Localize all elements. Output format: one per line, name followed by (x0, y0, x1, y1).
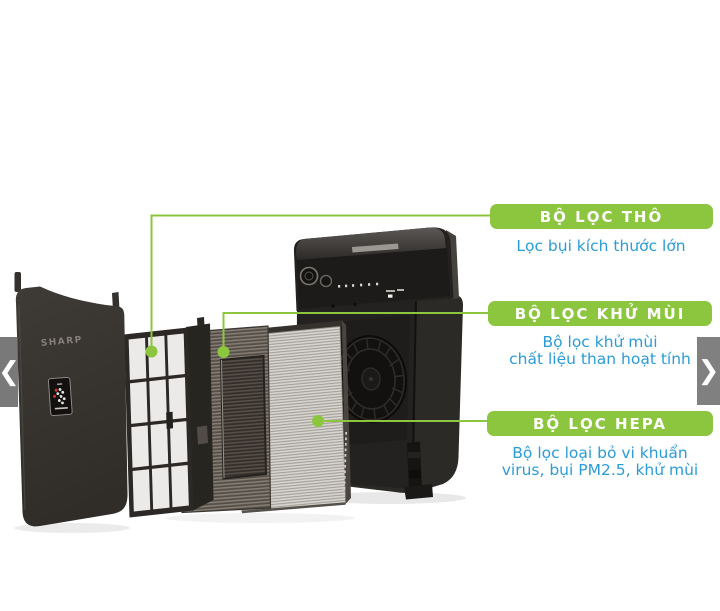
coarse-pre-filter (124, 317, 214, 518)
filters-shadow (165, 513, 355, 523)
filter-label-deodorizing: BỘ LỌC KHỬ MÙI (488, 301, 712, 326)
handle-slot (352, 243, 399, 253)
filter-desc-deodorizing: Bộ lọc khử mùi chất liệu than hoạt tính (509, 333, 691, 368)
leader-line-deodorizing (222, 312, 488, 347)
carousel-next-button[interactable]: ❯ (697, 337, 720, 405)
filter-desc-coarse: Lọc bụi kích thước lớn (516, 237, 686, 255)
filter-label-hepa: BỘ LỌC HEPA (487, 411, 713, 436)
leader-dot-coarse (145, 345, 158, 358)
filter-label-coarse: BỘ LỌC THÔ (490, 204, 713, 229)
leader-line-coarse (150, 214, 490, 346)
control-panel (293, 227, 459, 311)
hepa-serial-marks (343, 431, 348, 496)
chevron-right-icon: ❯ (697, 356, 720, 386)
sharp-logo: SHARP (40, 335, 83, 349)
carousel-prev-button[interactable]: ❮ (0, 337, 18, 407)
back-panel: SHARP (14, 272, 128, 527)
chevron-left-icon: ❮ (0, 357, 18, 387)
plasmacluster-sticker (47, 376, 73, 416)
indicator-lights (338, 282, 404, 298)
leader-dot-hepa (312, 415, 324, 427)
mode-dial (319, 274, 333, 288)
filter-desc-hepa: Bộ lọc loại bỏ vi khuẩn virus, bụi PM2.5… (501, 444, 699, 479)
leader-dot-deodorizing (217, 346, 230, 358)
unit-foot (404, 441, 433, 500)
power-dial (299, 266, 319, 286)
